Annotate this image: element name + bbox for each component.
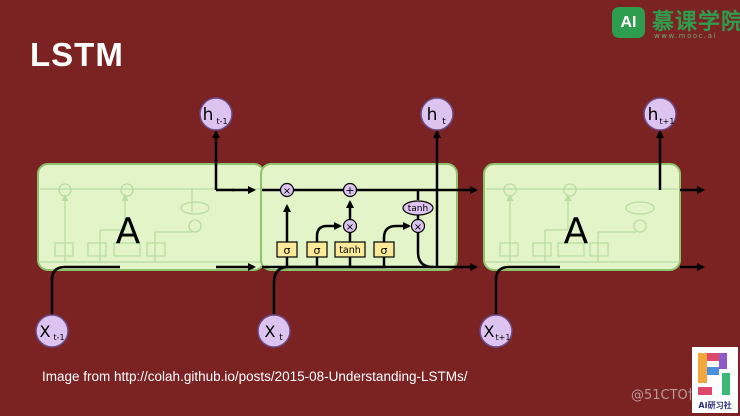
ai-yanxishe-logo: AI研习社 bbox=[692, 347, 738, 413]
mooc-logo-url: www.mooc.ai bbox=[654, 32, 717, 40]
output-node-h-current: h t bbox=[420, 97, 454, 131]
lstm-cell-middle: σ σ tanh σ × + bbox=[260, 130, 478, 318]
svg-text:t-1: t-1 bbox=[53, 333, 64, 342]
svg-text:t: t bbox=[442, 117, 446, 127]
svg-text:+: + bbox=[345, 184, 354, 197]
ai-logo-mark-icon bbox=[698, 353, 730, 395]
mooc-logo-name: 慕课学院 bbox=[652, 10, 740, 35]
cell-right-ghost-internals bbox=[486, 183, 678, 263]
svg-text:tanh: tanh bbox=[339, 245, 361, 256]
pointwise-add: + bbox=[342, 182, 358, 198]
pointwise-tanh: tanh bbox=[402, 200, 434, 216]
svg-text:h: h bbox=[648, 105, 659, 125]
pointwise-multiply-output: × bbox=[410, 218, 426, 234]
svg-text:t+1: t+1 bbox=[496, 333, 511, 342]
gate-input: σ bbox=[306, 241, 328, 258]
lstm-cell-left: A bbox=[37, 163, 265, 271]
cell-left-ghost-internals bbox=[40, 183, 262, 263]
mooc-logo: AI 慕课学院 www.mooc.ai bbox=[612, 4, 740, 44]
svg-text:t: t bbox=[279, 333, 283, 343]
output-node-h-next: h t+1 bbox=[643, 97, 677, 131]
cell-left-label: A bbox=[116, 211, 141, 252]
mooc-logo-badge: AI bbox=[612, 7, 645, 38]
svg-text:×: × bbox=[414, 222, 422, 233]
pointwise-multiply-forget: × bbox=[279, 182, 295, 198]
input-node-x-prev: X t-1 bbox=[35, 314, 69, 348]
slide-title: LSTM bbox=[30, 36, 124, 73]
pointwise-multiply-input: × bbox=[342, 218, 358, 234]
svg-text:tanh: tanh bbox=[408, 204, 428, 214]
svg-text:×: × bbox=[283, 186, 291, 197]
svg-text:h: h bbox=[427, 105, 438, 125]
gate-candidate-tanh: tanh bbox=[334, 241, 366, 258]
svg-text:X: X bbox=[40, 322, 51, 341]
cell-right-label: A bbox=[564, 211, 589, 252]
ai-logo-text: AI研习社 bbox=[698, 401, 732, 410]
output-node-h-prev: h t-1 bbox=[199, 97, 233, 131]
svg-text:X: X bbox=[265, 322, 276, 341]
outer-io-arrows bbox=[50, 130, 664, 318]
input-node-x-next: X t+1 bbox=[479, 314, 513, 348]
svg-text:X: X bbox=[484, 322, 495, 341]
lstm-cell-right: A bbox=[483, 163, 681, 271]
input-node-x-current: X t bbox=[257, 314, 291, 348]
svg-text:σ: σ bbox=[314, 244, 321, 257]
svg-text:h: h bbox=[203, 105, 214, 125]
gate-forget: σ bbox=[276, 241, 298, 258]
svg-text:×: × bbox=[346, 222, 354, 233]
svg-text:t+1: t+1 bbox=[660, 117, 675, 126]
image-source-caption: Image from http://colah.github.io/posts/… bbox=[42, 369, 468, 384]
inter-cell-arrows bbox=[232, 186, 705, 271]
svg-text:t-1: t-1 bbox=[216, 117, 227, 126]
svg-text:σ: σ bbox=[381, 244, 388, 257]
svg-text:σ: σ bbox=[284, 244, 291, 257]
gate-output: σ bbox=[373, 241, 395, 258]
